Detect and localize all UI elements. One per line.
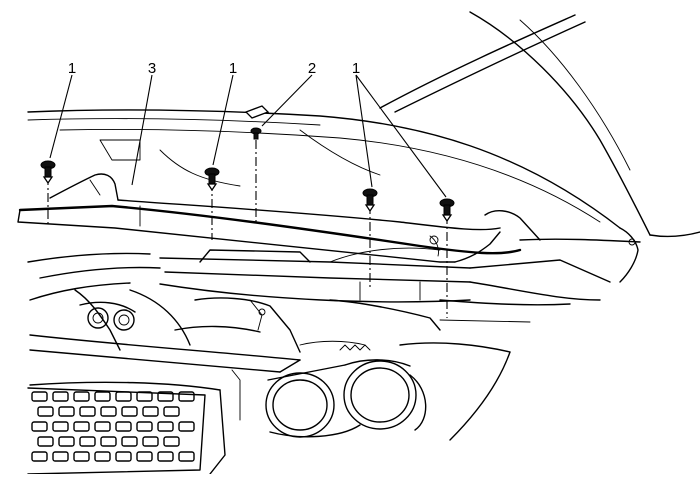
push-pin-fastener-1b: [204, 167, 220, 192]
grille-cell: [115, 451, 132, 462]
grille-cell: [121, 436, 138, 447]
push-pin-fastener-1a: [40, 160, 56, 185]
hood-outline: [379, 11, 700, 238]
assembly-centerlines: [47, 140, 448, 318]
grille-cell: [73, 451, 90, 462]
grille-cell: [79, 436, 96, 447]
grille-cell: [136, 451, 153, 462]
push-pin-fastener-1c: [362, 188, 378, 213]
grille-cell: [163, 406, 180, 417]
grille: [27, 387, 206, 475]
grille-cell: [136, 421, 153, 432]
grille-cell: [79, 406, 96, 417]
grille-cell: [73, 421, 90, 432]
grille-cell: [178, 421, 195, 432]
engine-compartment-structure: [27, 247, 611, 353]
front-fascia: [29, 334, 511, 475]
grille-cell: [58, 436, 75, 447]
grille-cell: [52, 421, 69, 432]
grille-cell: [94, 391, 111, 402]
grille-cell: [157, 421, 174, 432]
grille-cell: [136, 391, 153, 402]
grille-cell: [37, 406, 54, 417]
grille-cell: [178, 391, 195, 402]
callout-label-3: 3: [148, 60, 156, 77]
grille-cell: [52, 451, 69, 462]
callout-leaders: [49, 74, 447, 198]
grille-cell: [31, 421, 48, 432]
grille-cell: [178, 451, 195, 462]
grille-cell: [100, 436, 117, 447]
grille-cell: [58, 406, 75, 417]
callout-label-1b: 1: [229, 60, 237, 77]
callout-label-1c: 1: [352, 60, 360, 77]
grille-cell: [94, 451, 111, 462]
grille-cell: [121, 406, 138, 417]
grille-cell: [142, 436, 159, 447]
grille-cell: [31, 451, 48, 462]
callout-label-1a: 1: [68, 60, 76, 77]
grille-cell: [157, 391, 174, 402]
grille-cell: [163, 436, 180, 447]
grille-cell: [37, 436, 54, 447]
grille-cell: [31, 391, 48, 402]
grille-outline: [27, 387, 206, 475]
grille-cell: [94, 421, 111, 432]
callout-label-2: 2: [308, 60, 316, 77]
grille-cell: [52, 391, 69, 402]
fastener-2: [244, 105, 270, 140]
grille-cell: [100, 406, 117, 417]
intake-ducts: [265, 359, 427, 438]
grille-cell: [157, 451, 174, 462]
windshield-lower-edge: [27, 109, 621, 229]
grille-cell: [115, 391, 132, 402]
cowl-panel: [17, 173, 641, 283]
grille-cell: [73, 391, 90, 402]
push-pin-fastener-1d: [439, 198, 455, 223]
grille-cell: [115, 421, 132, 432]
grille-cell: [142, 406, 159, 417]
